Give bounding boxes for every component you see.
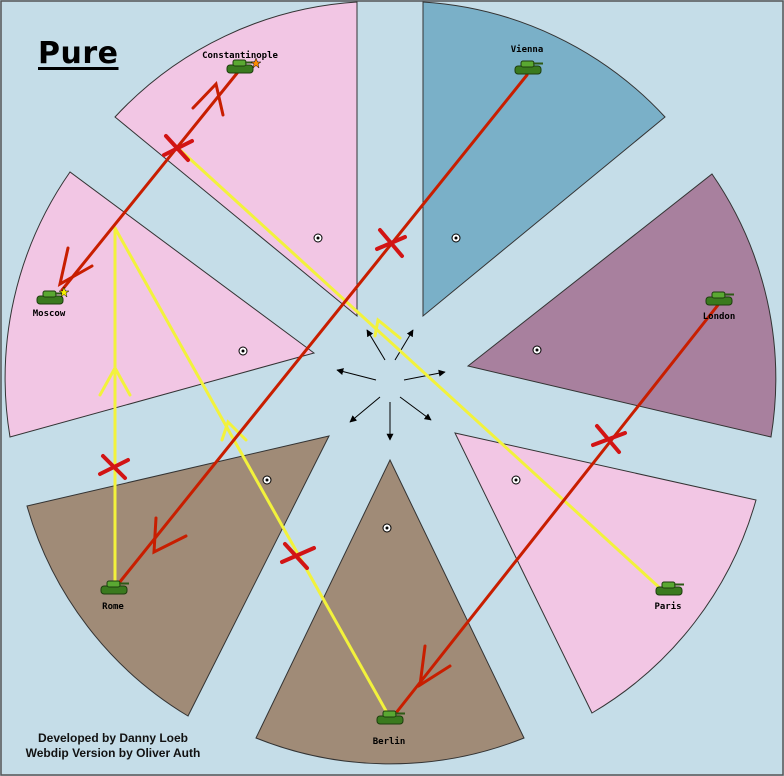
credit-webdip: Webdip Version by Oliver Auth <box>25 746 201 760</box>
province-label-moscow: Moscow <box>33 309 66 319</box>
province-constantinople[interactable] <box>114 1 358 318</box>
move-orders <box>57 70 720 720</box>
province-label-vienna: Vienna <box>511 44 544 55</box>
center-arrows-icon <box>336 329 446 441</box>
supply-center-icon <box>262 475 272 485</box>
army-icon <box>376 710 405 725</box>
army-icon <box>36 290 65 305</box>
map-title: Pure <box>38 36 119 71</box>
unit-army-rome[interactable] <box>100 580 129 595</box>
province-label-berlin: Berlin <box>373 736 406 747</box>
supply-center-icon <box>451 233 461 243</box>
failed-order-cross-icon <box>280 542 316 570</box>
army-icon <box>705 291 734 306</box>
province-label-london: London <box>703 312 736 322</box>
province-label-rome: Rome <box>102 602 124 612</box>
unit-army-london[interactable] <box>705 291 734 306</box>
supply-center-icon <box>238 346 248 356</box>
supply-center-icon <box>313 233 323 243</box>
province-label-constantinople: Constantinople <box>202 50 278 61</box>
star-icon <box>58 286 70 298</box>
supply-center-icon <box>382 523 392 533</box>
army-icon <box>514 60 543 75</box>
unit-army-vienna[interactable] <box>514 60 543 75</box>
army-icon <box>100 580 129 595</box>
province-rome[interactable] <box>26 435 330 717</box>
support-orders <box>98 146 664 720</box>
failed-order-cross-icon <box>98 454 130 480</box>
supply-center-icon <box>511 475 521 485</box>
failed-order-cross-icon <box>162 134 194 162</box>
star-icon <box>250 57 262 69</box>
province-paris[interactable] <box>454 432 757 714</box>
credit-developer: Developed by Danny Loeb <box>37 731 189 745</box>
supply-center-icon <box>532 345 542 355</box>
army-icon <box>226 59 255 74</box>
unit-army-constantinople[interactable] <box>226 57 262 74</box>
unit-army-moscow[interactable] <box>36 286 70 305</box>
failed-order-cross-icon <box>375 228 407 258</box>
unit-army-berlin[interactable] <box>376 710 405 725</box>
province-london[interactable] <box>466 173 777 438</box>
army-icon <box>655 581 684 596</box>
province-vienna[interactable] <box>422 1 666 318</box>
failed-order-cross-icon <box>591 424 627 454</box>
province-label-paris: Paris <box>654 601 681 612</box>
unit-army-paris[interactable] <box>655 581 684 596</box>
province-berlin[interactable] <box>255 458 525 765</box>
